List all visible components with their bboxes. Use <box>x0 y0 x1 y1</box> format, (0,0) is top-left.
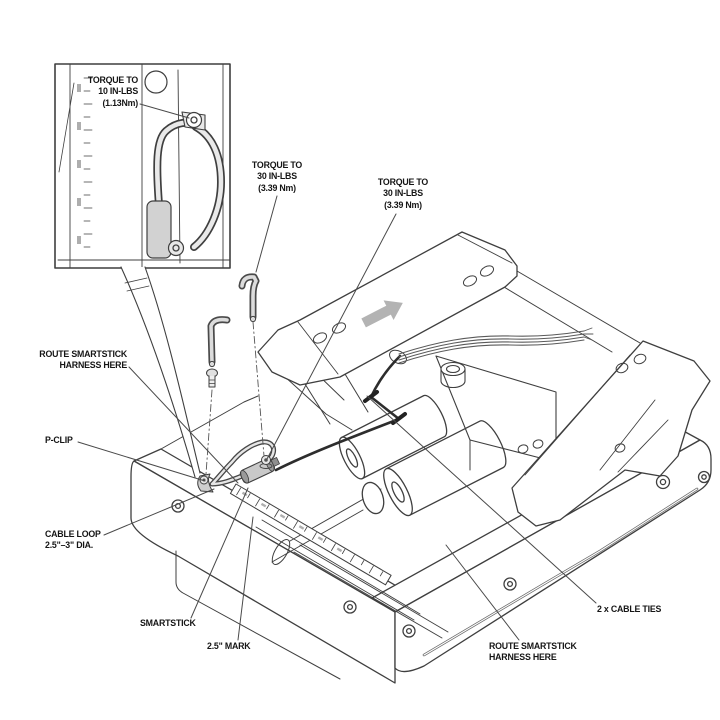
callout-torque-30-b: TORQUE TO 30 IN-LBS (3.39 Nm) <box>353 177 453 211</box>
callout-line: 30 IN-LBS <box>257 171 297 182</box>
callout-smartstick: SMARTSTICK <box>140 618 196 629</box>
bracket-holes <box>517 353 647 454</box>
edge-harness-cable <box>422 487 699 657</box>
frame-bolt-holes <box>171 470 711 638</box>
direction-arrow-icon <box>361 300 403 328</box>
plate-holes <box>312 265 495 344</box>
callout-torque-30-a: TORQUE TO 30 IN-LBS (3.39 Nm) <box>227 160 327 194</box>
callout-route-harness-right: ROUTE SMARTSTICK HARNESS HERE <box>489 641 577 664</box>
smartstick-ruler <box>229 483 392 586</box>
callout-torque-10: TORQUE TO 10 IN-LBS (1.13Nm) <box>88 75 138 109</box>
leader-cable-loop <box>103 488 215 536</box>
top-mounting-plate <box>257 231 518 386</box>
screw <box>206 368 218 388</box>
assembly-centerlines <box>205 321 265 475</box>
callout-p-clip: P-CLIP <box>45 435 73 446</box>
ruler-ticks <box>83 77 93 248</box>
callout-line: ROUTE SMARTSTICK <box>489 641 577 651</box>
wire-bundle <box>398 327 594 364</box>
leader-smartstick <box>190 487 249 619</box>
actuator-cylinder <box>383 420 507 517</box>
cable-loop <box>209 439 277 487</box>
callout-line: ROUTE SMARTSTICK <box>39 349 127 359</box>
allen-key-small <box>207 316 231 368</box>
p-clip <box>197 473 214 493</box>
callout-line: CABLE LOOP <box>45 529 101 539</box>
callout-line: (3.39 Nm) <box>384 199 422 210</box>
allen-key-large <box>238 273 260 323</box>
callout-cable-loop: CABLE LOOP 2.5"–3" DIA. <box>45 529 101 552</box>
callout-line: TORQUE TO <box>87 75 138 85</box>
callout-line: HARNESS HERE <box>489 652 557 663</box>
right-bracket <box>511 340 711 527</box>
leader-torque-30-a <box>255 195 278 273</box>
callout-line: TORQUE TO <box>251 160 303 170</box>
inset-bolt <box>181 111 206 131</box>
callout-cable-ties: 2 x CABLE TIES <box>597 604 661 615</box>
leader-torque-10 <box>139 103 190 119</box>
leader-route-harness-left <box>128 366 239 484</box>
inset-p-clip <box>146 200 185 259</box>
callout-line: 2.5" MARK <box>207 641 251 651</box>
callout-line: 2.5"–3" DIA. <box>45 540 93 551</box>
leader-route-harness-right <box>445 544 520 641</box>
magnifier-wedge <box>120 266 201 478</box>
leader-lines <box>77 103 597 641</box>
callout-line: 2 x CABLE TIES <box>597 604 662 614</box>
leader-cable-ties <box>366 395 597 604</box>
callout-line: P-CLIP <box>45 435 73 445</box>
callout-line: (1.13Nm) <box>102 97 138 108</box>
leader-torque-30-b <box>266 213 397 460</box>
leader-2-5-mark <box>237 516 254 641</box>
inset-detail-box <box>54 63 231 269</box>
callout-line: TORQUE TO <box>377 177 429 187</box>
callout-line: (3.39 Nm) <box>258 182 296 193</box>
callout-2-5-mark: 2.5" MARK <box>207 641 251 652</box>
callout-line: HARNESS HERE <box>59 360 128 371</box>
actuator-cylinder <box>338 394 448 480</box>
filler-cap <box>440 361 466 389</box>
callout-line: SMARTSTICK <box>140 618 196 628</box>
callout-line: 10 IN-LBS <box>98 86 138 97</box>
callout-line: 30 IN-LBS <box>383 188 423 199</box>
leader-p-clip <box>77 441 206 482</box>
callout-route-harness-left: ROUTE SMARTSTICK HARNESS HERE <box>39 349 127 372</box>
